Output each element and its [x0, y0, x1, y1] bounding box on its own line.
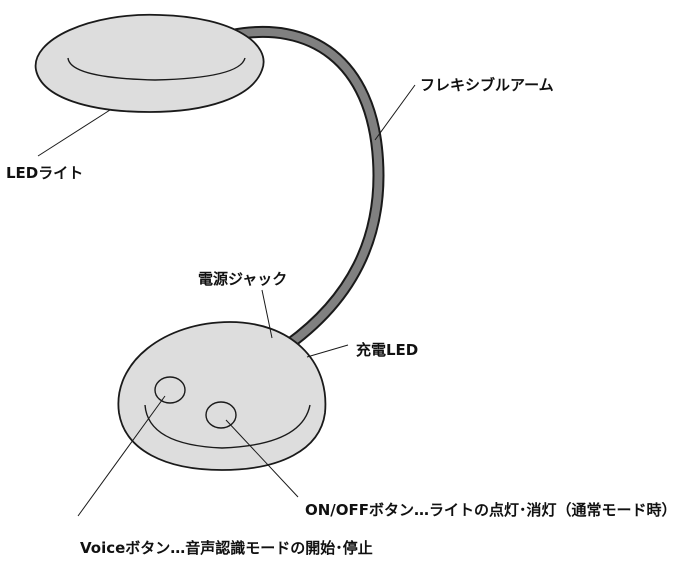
lamp-base	[117, 321, 327, 471]
leader-line-power-jack	[261, 289, 273, 339]
led-light-head	[34, 13, 265, 113]
flexible-arm	[226, 25, 385, 351]
label-led-light: LEDライト	[6, 164, 83, 182]
leader-line-voice	[77, 395, 166, 517]
label-charge-led: 充電LED	[356, 341, 418, 359]
leader-line-on-off	[225, 419, 299, 498]
label-flexible-arm: フレキシブルアーム	[420, 76, 554, 94]
voice-button[interactable]	[154, 376, 186, 404]
label-voice-button: Voiceボタン…音声認識モードの開始･停止	[80, 539, 373, 557]
leader-line-flexible-arm	[374, 84, 416, 141]
leader-line-charge-led	[306, 344, 349, 358]
leader-line-led-light	[37, 109, 111, 157]
on-off-button[interactable]	[205, 401, 237, 429]
label-on-off-button: ON/OFFボタン…ライトの点灯･消灯（通常モード時）	[305, 501, 677, 519]
leader-lines	[37, 84, 416, 517]
label-power-jack: 電源ジャック	[198, 270, 287, 288]
